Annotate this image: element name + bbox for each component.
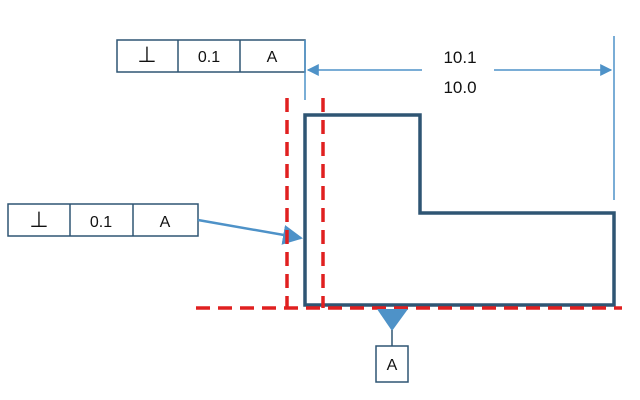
leader-arrow [197,218,303,245]
datum-feature-symbol: A [375,309,409,383]
perpendicularity-icon: ⊥ [29,207,48,232]
fcf-border [116,39,306,73]
fcf-datum-reference: A [267,49,278,66]
fcf-tolerance-value: 0.1 [198,49,220,66]
perpendicularity-icon: ⊥ [137,42,156,67]
part-outline [303,113,616,307]
fcf-tolerance-value: 0.1 [90,214,112,231]
top-feature-control-frame: ⊥ 0.1 A [116,39,306,73]
datum-triangle-icon [377,309,408,331]
fcf-datum-reference: A [160,214,171,231]
left-feature-control-frame: ⊥ 0.1 A [7,203,199,237]
dimension-lower-limit: 10.0 [443,78,476,97]
dimension-upper-limit: 10.1 [443,48,476,67]
datum-label-box [375,345,409,383]
fcf-border [7,203,199,237]
dimension: 10.1 10.0 [304,36,615,200]
datum-label: A [387,357,398,374]
